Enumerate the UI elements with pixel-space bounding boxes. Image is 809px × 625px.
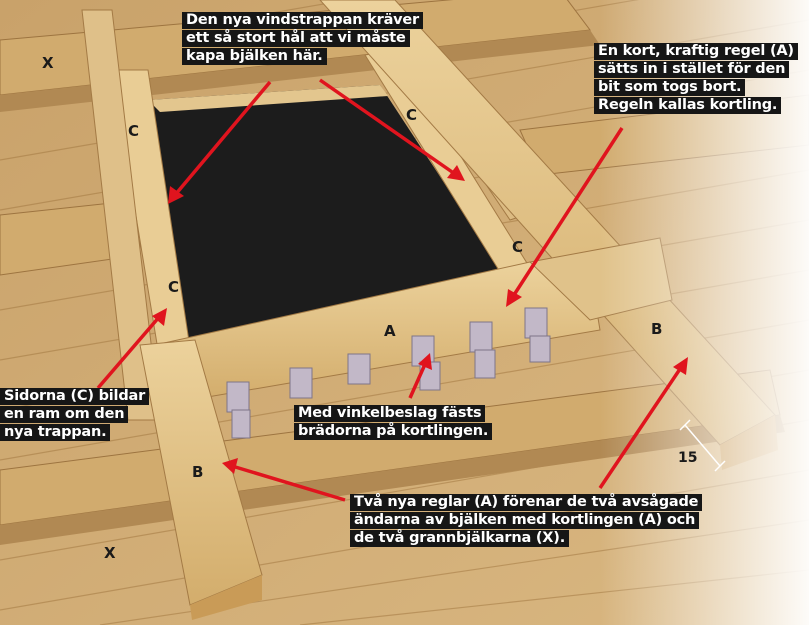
callout-left-line: Sidorna (C) bildar <box>0 388 150 405</box>
label-a: A <box>384 322 396 340</box>
callout-right-line: Regeln kallas kortling. <box>594 97 782 114</box>
label-x-top: X <box>42 54 54 72</box>
callout-right-line: En kort, kraftig regel (A) <box>594 43 798 60</box>
callout-middle-line: brädorna på kortlingen. <box>294 423 493 440</box>
callout-left: Sidorna (C) bildar en ram om den nya tra… <box>0 388 150 442</box>
callout-bottom-line: Två nya reglar (A) förenar de två avsåga… <box>350 494 703 511</box>
callout-top-line: kapa bjälken här. <box>182 48 327 65</box>
callout-top: Den nya vindstrappan kräver ett så stort… <box>182 12 424 66</box>
callout-bottom: Två nya reglar (A) förenar de två avsåga… <box>350 494 703 548</box>
callout-right: En kort, kraftig regel (A) sätts in i st… <box>594 43 798 115</box>
callout-middle: Med vinkelbeslag fästs brädorna på kortl… <box>294 405 493 441</box>
label-x-bottom: X <box>104 544 116 562</box>
callout-left-line: nya trappan. <box>0 424 111 441</box>
dimension-mark <box>679 419 726 472</box>
callout-bottom-line: de två grannbjälkarna (X). <box>350 530 570 547</box>
label-c-1: C <box>128 122 140 140</box>
stair-opening <box>148 85 500 348</box>
callout-top-line: Den nya vindstrappan kräver <box>182 12 424 29</box>
callout-left-line: en ram om den <box>0 406 129 423</box>
label-c-3: C <box>512 238 524 256</box>
callout-bottom-line: ändarna av bjälken med kortlingen (A) oc… <box>350 512 700 529</box>
beam-b-left <box>139 339 263 620</box>
label-b-right: B <box>651 320 663 338</box>
label-c-4: C <box>168 278 180 296</box>
label-b-left: B <box>192 463 204 481</box>
callout-top-line: ett så stort hål att vi måste <box>182 30 410 47</box>
callout-right-line: bit som togs bort. <box>594 79 746 96</box>
arrows <box>96 78 688 502</box>
label-c-2: C <box>406 106 418 124</box>
dimension-label: 15 <box>678 450 698 466</box>
callout-right-line: sätts in i stället för den <box>594 61 790 78</box>
callout-middle-line: Med vinkelbeslag fästs <box>294 405 486 422</box>
